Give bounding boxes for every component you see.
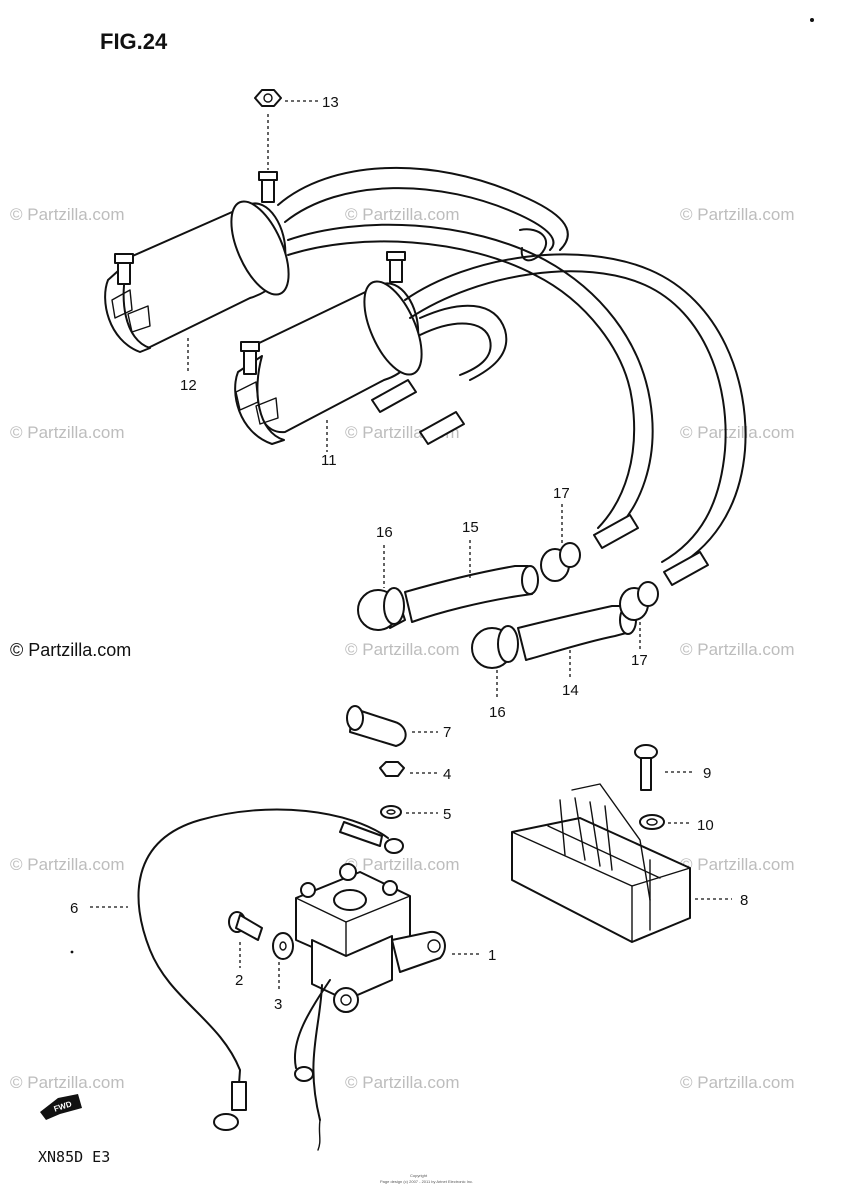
boot-17b	[619, 581, 659, 621]
watermark: © Partzilla.com	[680, 640, 795, 659]
callout-16: 16	[489, 704, 506, 721]
starter-relay-1	[293, 863, 482, 1151]
fwd-arrow-icon: FWD	[40, 1094, 82, 1120]
watermark: © Partzilla.com	[10, 205, 125, 224]
high-tension-wires	[277, 166, 747, 586]
washer-10	[639, 814, 692, 830]
figure-title: FIG.24	[100, 29, 168, 54]
watermark: © Partzilla.com	[10, 423, 125, 442]
model-code: XN85D E3	[38, 1148, 110, 1166]
callout-9: 9	[703, 765, 711, 782]
watermark: © Partzilla.com	[680, 423, 795, 442]
washer-5	[380, 805, 438, 819]
watermarks: © Partzilla.com © Partzilla.com © Partzi…	[10, 205, 795, 1092]
callout-4: 4	[443, 766, 451, 783]
watermark: © Partzilla.com	[345, 640, 460, 659]
callout-16: 16	[376, 524, 393, 541]
callout-14: 14	[562, 682, 579, 699]
watermark: © Partzilla.com	[680, 205, 795, 224]
watermark: © Partzilla.com	[10, 855, 125, 874]
speck	[810, 18, 814, 22]
callout-10: 10	[697, 817, 714, 834]
screw-9	[634, 744, 695, 791]
terminal-cap-7	[346, 705, 438, 747]
callout-5: 5	[443, 806, 451, 823]
washer-3	[272, 932, 294, 992]
callout-1: 1	[488, 947, 496, 964]
callout-3: 3	[274, 996, 282, 1013]
plug-cap-15	[357, 565, 539, 631]
callout-13: 13	[322, 94, 339, 111]
callout-17: 17	[553, 485, 570, 502]
callout-15: 15	[462, 519, 479, 536]
copyright-line: Copyright	[410, 1173, 428, 1178]
callout-8: 8	[740, 892, 748, 909]
callout-7: 7	[443, 724, 451, 741]
watermark: © Partzilla.com	[680, 855, 795, 874]
watermark-main: © Partzilla.com	[10, 640, 131, 660]
watermark: © Partzilla.com	[345, 205, 460, 224]
callout-11: 11	[321, 452, 337, 469]
speck	[70, 950, 74, 954]
ignition-coil-11	[234, 251, 423, 452]
callout-2: 2	[235, 972, 243, 989]
callout-labels: 13 12 11 16 15 17 16 14 17 7 4 5 9 10 6 …	[70, 94, 748, 1013]
plug-cap-14	[471, 605, 637, 669]
ignition-coil-12	[104, 171, 290, 372]
callout-17: 17	[631, 652, 648, 669]
regulator-rectifier-8	[511, 783, 732, 943]
watermark: © Partzilla.com	[345, 1073, 460, 1092]
copyright-line: Page design (c) 2007 - 2011 by Arinet El…	[380, 1179, 473, 1184]
watermark: © Partzilla.com	[10, 1073, 125, 1092]
nut-13	[254, 89, 318, 170]
nut-4	[379, 761, 438, 777]
callout-6: 6	[70, 900, 78, 917]
watermark: © Partzilla.com	[680, 1073, 795, 1092]
boot-17a	[540, 542, 581, 582]
watermark: © Partzilla.com	[345, 855, 460, 874]
cable-6	[70, 808, 404, 1131]
bolt-2	[228, 911, 263, 968]
callout-12: 12	[180, 377, 197, 394]
